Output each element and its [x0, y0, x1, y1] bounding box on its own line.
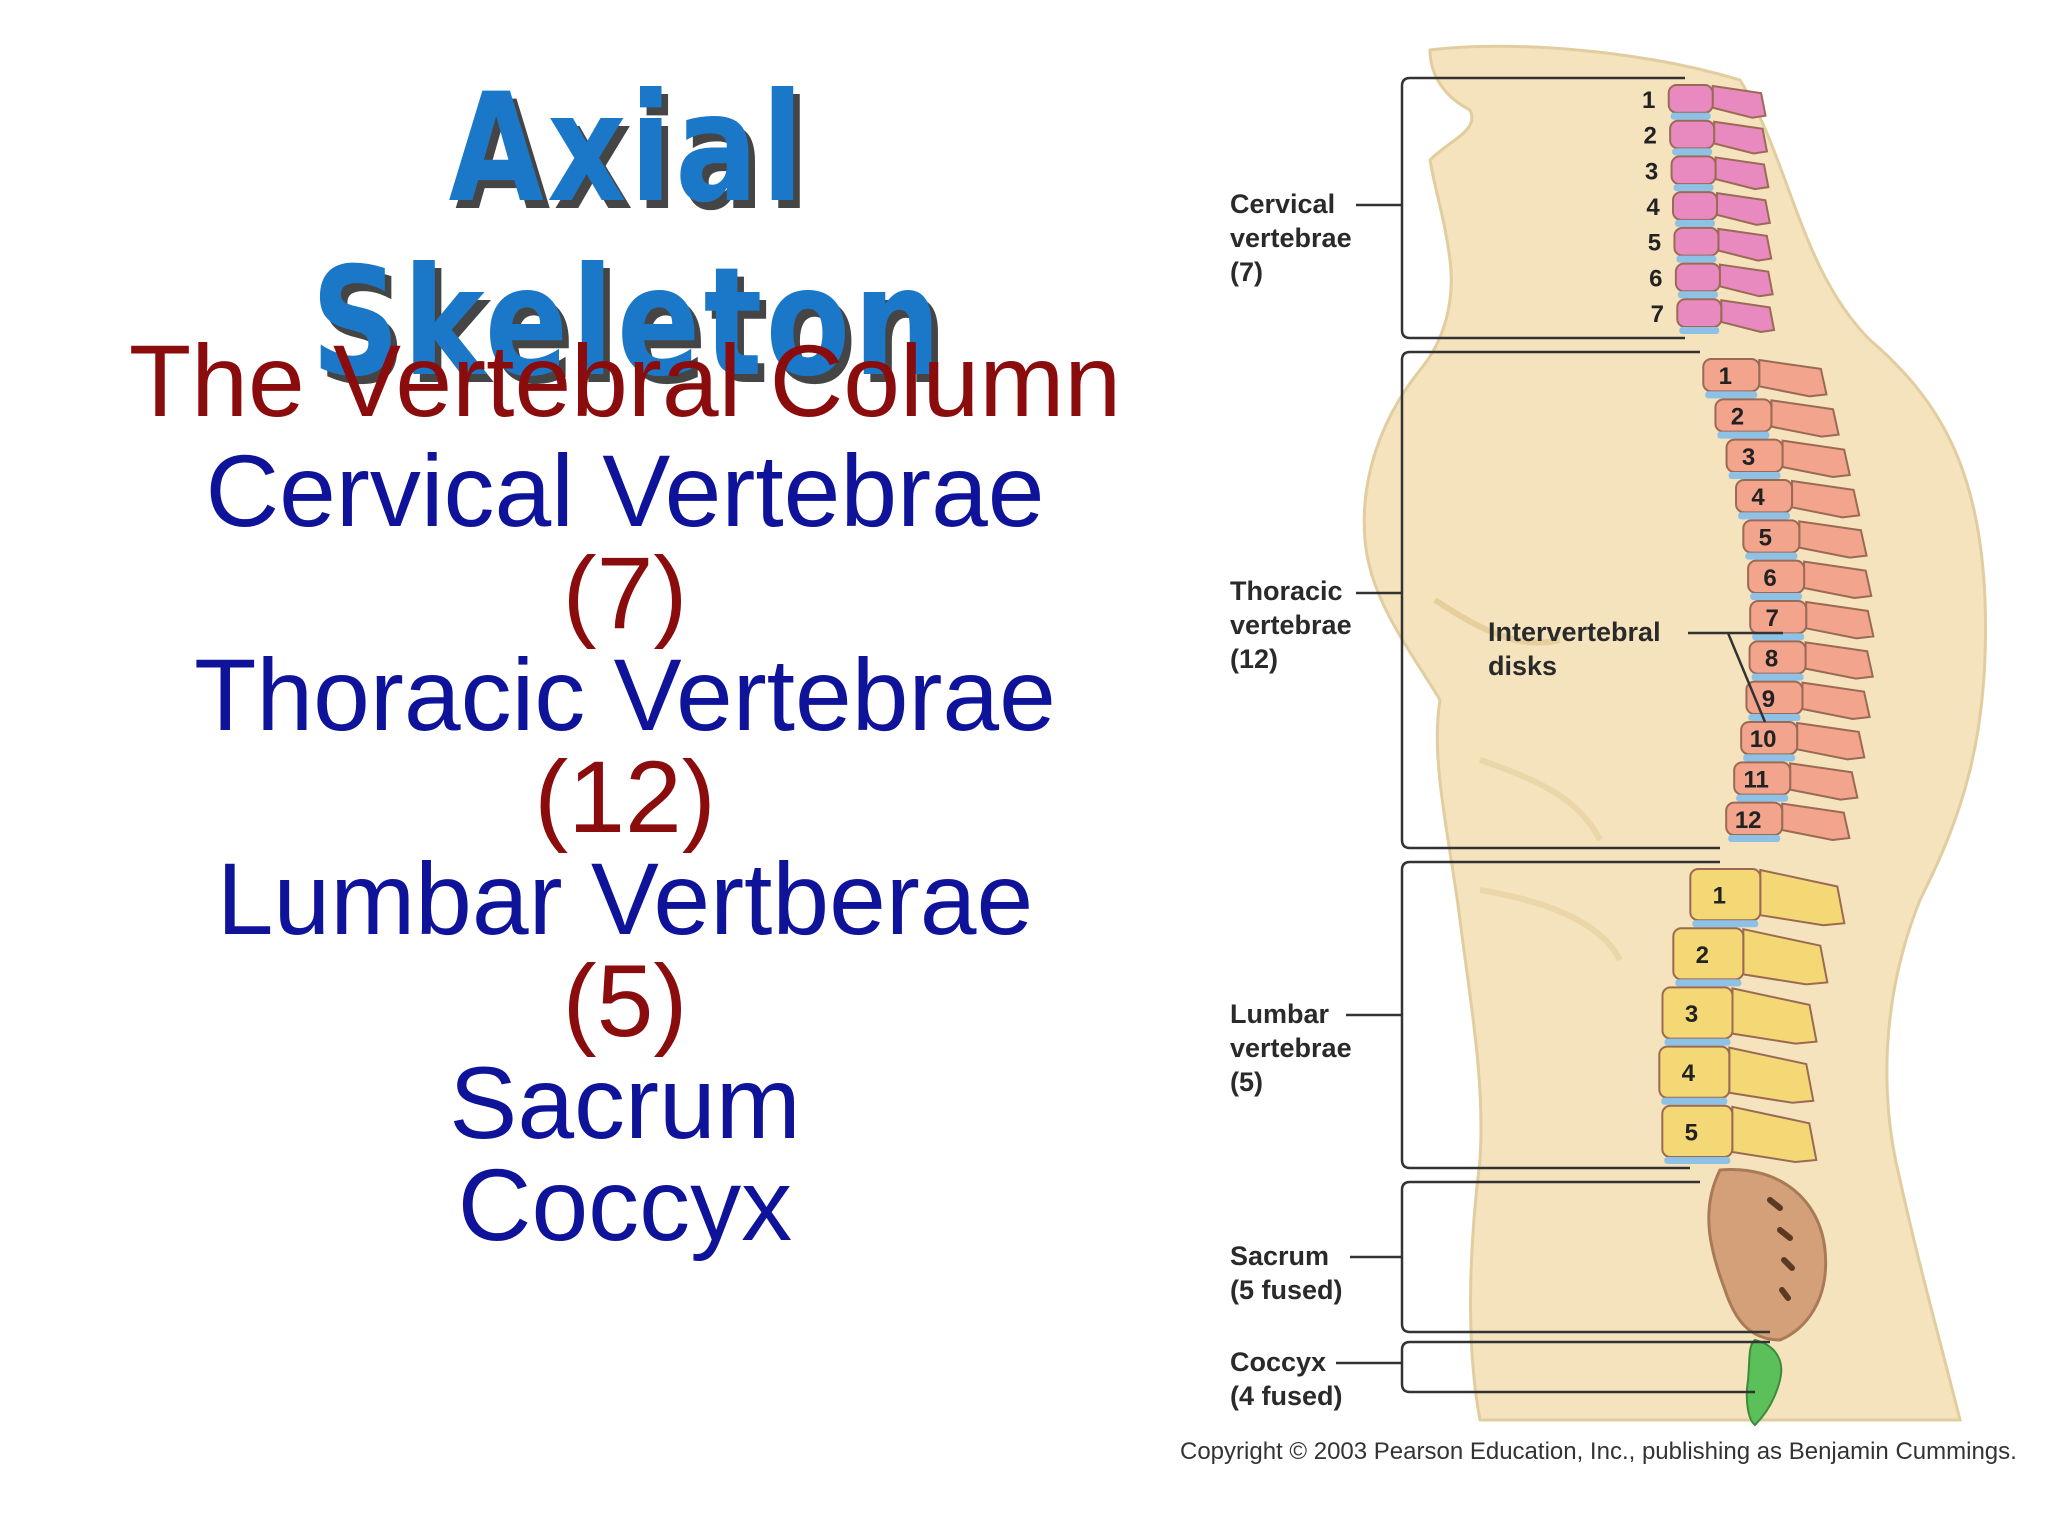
outline-thoracic: Thoracic Vertebrae [194, 638, 1056, 752]
intervertebral-disk [1675, 979, 1742, 987]
intervertebral-disk [1670, 112, 1711, 120]
intervertebral-disk [1743, 754, 1796, 762]
label-lumbar: Lumbar vertebrae (5) [1230, 999, 1359, 1097]
cervical-vertebra [1676, 298, 1723, 328]
thoracic-vertebra-number: 12 [1735, 807, 1762, 834]
intervertebral-disk [1728, 472, 1781, 479]
intervertebral-disk [1738, 512, 1791, 520]
intervertebral-disk [1661, 1097, 1728, 1105]
thoracic-vertebra-number: 1 [1719, 363, 1732, 390]
copyright-notice: Copyright © 2003 Pearson Education, Inc.… [1180, 1438, 2017, 1465]
intervertebral-disk [1748, 714, 1801, 721]
cervical-vertebra [1674, 262, 1721, 293]
intervertebral-disk [1752, 633, 1805, 641]
label-cervical: Cervical vertebrae (7) [1230, 189, 1359, 287]
label-intervertebral-disks: Intervertebral disks [1488, 617, 1668, 681]
cervical-vertebra-number: 5 [1648, 230, 1661, 257]
cervical-vertebra-number: 1 [1642, 87, 1655, 114]
intervertebral-disk [1675, 219, 1715, 227]
coccyx-shape [1745, 1338, 1783, 1427]
outline-list: The Vertebral Column Cervical Vertebrae … [0, 330, 1250, 1256]
thoracic-vertebra [1733, 761, 1792, 796]
sacrum [1707, 1168, 1828, 1342]
intervertebral-disk [1673, 184, 1714, 192]
intervertebral-disk [1751, 673, 1804, 681]
cervical-vertebra-number: 3 [1645, 158, 1658, 185]
outline-lumbar-count: (5) [562, 944, 688, 1058]
thoracic-vertebra-number: 8 [1765, 646, 1778, 673]
thoracic-vertebra-number: 2 [1731, 404, 1744, 431]
abdomen-contour [1479, 757, 1623, 962]
cervical-vertebra [1673, 226, 1720, 257]
intervertebral-disk [1736, 794, 1789, 802]
label-coccyx: Coccyx (4 fused) [1230, 1347, 1343, 1411]
intervertebral-disk [1679, 327, 1720, 334]
intervertebral-disk [1745, 552, 1798, 560]
lumbar-vertebra-number: 5 [1685, 1119, 1698, 1146]
thoracic-vertebra-number: 6 [1763, 565, 1776, 592]
thoracic-vertebra-number: 10 [1750, 726, 1777, 753]
cervical-vertebra [1667, 84, 1714, 114]
outline-cervical: Cervical Vertebrae [205, 434, 1045, 548]
lumbar-vertebra-number: 2 [1696, 942, 1709, 969]
intervertebral-disk [1728, 835, 1781, 842]
outline-heading: The Vertebral Column [128, 324, 1122, 438]
lumbar-vertebra-number: 3 [1685, 1001, 1698, 1028]
slide-title: Axial Skeleton [311, 62, 945, 410]
cervical-vertebra-number: 7 [1651, 301, 1664, 328]
outline-coccyx: Coccyx [457, 1148, 793, 1262]
cervical-vertebra [1669, 119, 1716, 150]
cervical-vertebra-number: 6 [1649, 265, 1662, 292]
intervertebral-disk [1705, 391, 1758, 399]
torso-silhouette [1362, 44, 1988, 1422]
outline-cervical-count: (7) [562, 536, 688, 650]
outline-lumbar: Lumbar Vertberae [216, 842, 1034, 956]
thoracic-vertebra-number: 3 [1742, 444, 1755, 471]
chest-contour [1433, 597, 1561, 646]
bracket-coccyx [1400, 1340, 1770, 1394]
cervical-vertebra [1672, 191, 1718, 221]
coccyx [1745, 1338, 1783, 1427]
cervical-vertebra-number: 2 [1643, 123, 1656, 150]
bracket-thoracic [1400, 350, 1720, 850]
thoracic-vertebra [1748, 640, 1807, 675]
thoracic-vertebra [1735, 479, 1794, 514]
intervertebral-disk [1750, 593, 1803, 600]
thoracic-vertebra-number: 5 [1759, 525, 1772, 552]
lumbar-vertebra-number: 4 [1682, 1060, 1696, 1087]
intervertebral-disk [1717, 431, 1770, 439]
thoracic-vertebra-number: 11 [1743, 767, 1768, 794]
outline-thoracic-count: (12) [534, 740, 716, 854]
intervertebral-disk [1672, 148, 1713, 156]
label-sacrum: Sacrum (5 fused) [1230, 1241, 1343, 1305]
lumbar-vertebra-number: 1 [1713, 883, 1726, 910]
cervical-vertebra-number: 4 [1646, 194, 1660, 221]
thoracic-vertebra-number: 7 [1766, 605, 1779, 632]
intervertebral-disk [1664, 1157, 1731, 1164]
thoracic-vertebra-number: 9 [1762, 686, 1775, 713]
intervertebral-disk [1692, 920, 1759, 928]
intervertebral-disk [1676, 255, 1717, 263]
sacrum-shape [1707, 1168, 1828, 1342]
lumbar-vertebra [1658, 1045, 1731, 1099]
disk-leader-line [1688, 631, 1783, 723]
label-thoracic: Thoracic vertebrae (12) [1230, 576, 1359, 674]
intervertebral-disk [1664, 1038, 1731, 1046]
sacrum-foramina [1767, 1197, 1795, 1301]
thoracic-vertebra-number: 4 [1751, 484, 1765, 511]
intervertebral-disk [1677, 291, 1718, 299]
outline-sacrum: Sacrum [449, 1046, 801, 1160]
cervical-vertebra [1670, 155, 1717, 186]
bracket-cervical [1400, 76, 1685, 340]
